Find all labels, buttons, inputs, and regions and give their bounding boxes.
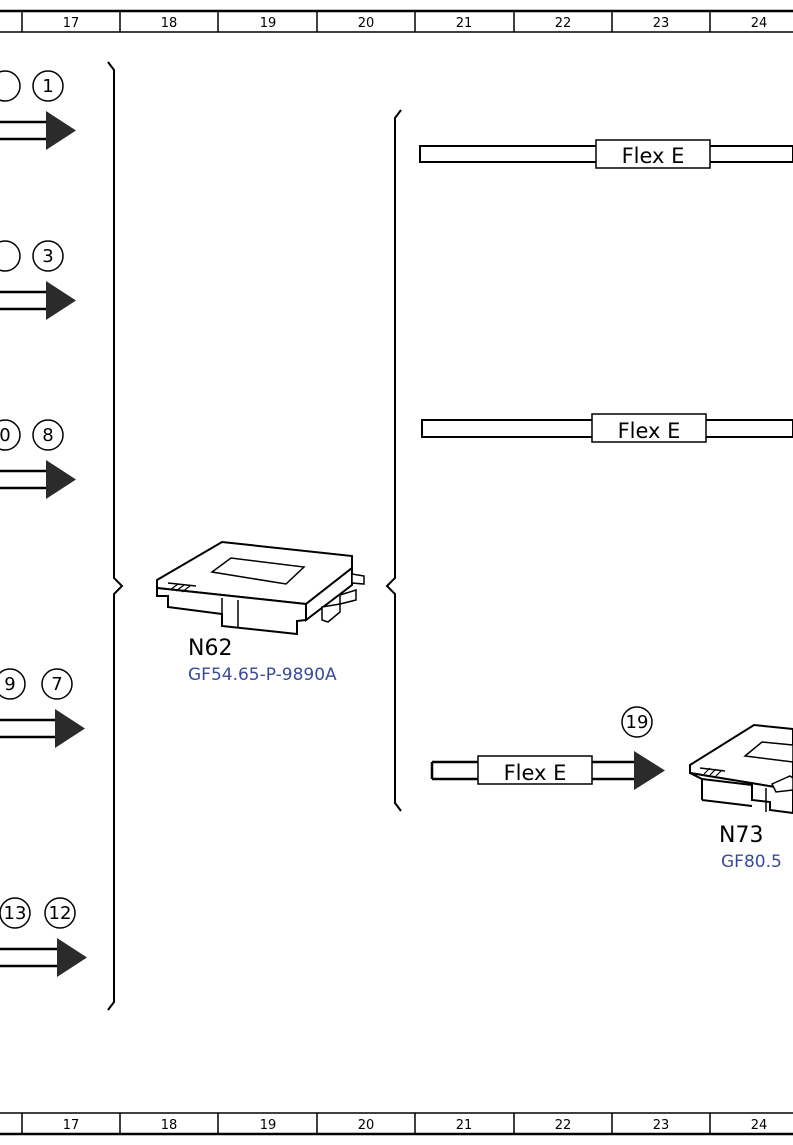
connector-circle-19[interactable] [621, 706, 653, 738]
connector-circle-3[interactable] [32, 240, 64, 272]
component-code-n73: N73 [719, 823, 763, 848]
connector-number-19: 19 [626, 712, 649, 733]
ruler-top-col-19: 19 [260, 16, 277, 31]
ruler-top-col-24: 24 [751, 16, 768, 31]
connector-row-2: 3 [0, 240, 76, 320]
connector-number-8: 8 [42, 425, 53, 446]
partial-connector-circle [0, 240, 21, 272]
partial-connector-number: 0 [0, 425, 11, 446]
arrow-head-icon [46, 460, 76, 499]
right-curly-brace [385, 109, 402, 812]
ruler-top-col-21: 21 [456, 16, 473, 31]
control-unit-n73-icon[interactable] [689, 723, 793, 815]
component-reference-n62[interactable]: GF54.65-P-9890A [188, 665, 337, 685]
ruler-bottom-col-17: 17 [63, 1118, 80, 1133]
connector-number-1: 1 [42, 76, 53, 97]
bottom-ruler: 17 18 19 20 21 22 23 24 [0, 1112, 793, 1136]
partial-connector-circle [0, 668, 26, 700]
partial-connector-circle [0, 419, 21, 451]
flex-e-wire-3: Flex E [430, 751, 665, 790]
ruler-top-col-17: 17 [63, 16, 80, 31]
arrow-head-icon [57, 938, 87, 977]
flex-e-wire-2: Flex E [421, 413, 793, 443]
connector-number-12: 12 [49, 903, 72, 924]
ruler-bottom-col-23: 23 [653, 1118, 670, 1133]
partial-connector-number: 9 [4, 674, 15, 695]
ruler-top-col-22: 22 [555, 16, 572, 31]
arrow-head-icon [46, 281, 76, 320]
control-unit-n62-icon[interactable] [156, 540, 365, 636]
connector-circle-7[interactable] [41, 668, 73, 700]
connector-circle-8[interactable] [32, 419, 64, 451]
flex-e-wire-1: Flex E [419, 139, 793, 169]
wire-label-2: Flex E [618, 419, 681, 443]
partial-connector-circle [0, 70, 21, 102]
arrow-head-icon [46, 111, 76, 150]
connector-row-1: 1 [0, 70, 76, 150]
ruler-bottom-col-18: 18 [161, 1118, 178, 1133]
connector-number-7: 7 [51, 674, 62, 695]
connector-row-3: 0 8 [0, 419, 76, 499]
connector-circle-1[interactable] [32, 70, 64, 102]
connector-row-4: 9 7 [0, 668, 85, 748]
connector-circle-12[interactable] [44, 897, 76, 929]
arrow-head-icon [55, 709, 85, 748]
double-line-arrow [0, 290, 47, 311]
ruler-bottom-col-19: 19 [260, 1118, 277, 1133]
connector-number-3: 3 [42, 246, 53, 267]
ruler-bottom-col-22: 22 [555, 1118, 572, 1133]
ruler-bottom-col-21: 21 [456, 1118, 473, 1133]
component-reference-n73[interactable]: GF80.5 [721, 852, 782, 872]
ruler-bottom-col-24: 24 [751, 1118, 768, 1133]
connector-row-5: 13 12 [0, 897, 87, 977]
arrow-head-icon [634, 751, 665, 790]
ruler-bottom-col-20: 20 [358, 1118, 375, 1133]
partial-connector-circle [0, 897, 31, 929]
wire-label-3: Flex E [504, 761, 567, 785]
wire-label-1: Flex E [622, 144, 685, 168]
left-curly-brace [107, 61, 124, 1011]
double-line-arrow [0, 718, 56, 739]
double-line-arrow [0, 120, 47, 141]
double-line-arrow [0, 469, 47, 490]
ruler-top-col-20: 20 [358, 16, 375, 31]
component-code-n62: N62 [188, 636, 232, 661]
ruler-top-col-18: 18 [161, 16, 178, 31]
double-line-arrow [0, 947, 58, 968]
ruler-top-col-23: 23 [653, 16, 670, 31]
top-ruler: 17 18 19 20 21 22 23 24 [0, 9, 793, 33]
partial-connector-number: 13 [4, 903, 27, 924]
